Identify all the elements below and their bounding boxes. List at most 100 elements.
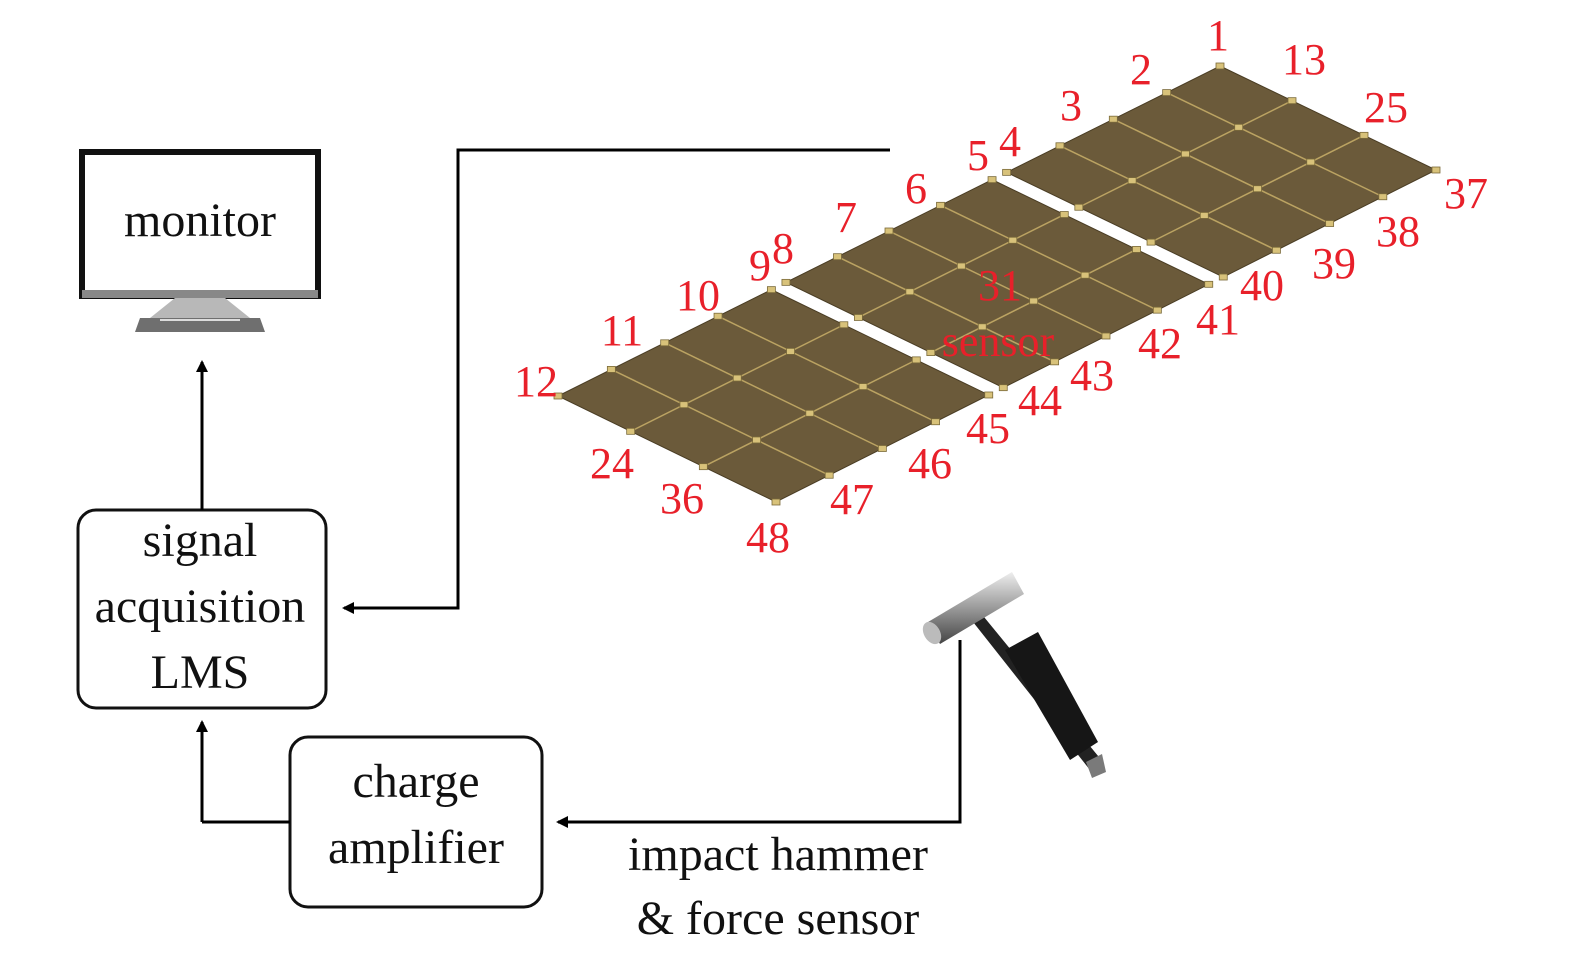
- measurement-node: [884, 227, 894, 235]
- measurement-node: [1378, 193, 1388, 201]
- sensor-point-label: 31: [978, 261, 1022, 310]
- point-label: 5: [967, 131, 989, 180]
- measurement-node: [1359, 131, 1369, 139]
- measurement-node: [936, 201, 945, 209]
- measurement-node: [660, 339, 670, 347]
- measurement-node: [766, 286, 776, 294]
- measurement-node: [1152, 306, 1162, 314]
- grid-line: [1112, 118, 1330, 225]
- measurement-node: [853, 314, 863, 321]
- point-label: 39: [1312, 239, 1356, 288]
- measurement-node: [1074, 203, 1084, 211]
- measurement-node: [1234, 123, 1244, 131]
- point-label: 12: [514, 357, 558, 406]
- measurement-node: [911, 356, 921, 364]
- measurement-node: [1008, 236, 1018, 244]
- measurement-node: [1253, 185, 1262, 193]
- measurement-node: [1287, 97, 1297, 105]
- point-label: 3: [1060, 81, 1082, 130]
- measurement-node: [1218, 273, 1228, 281]
- point-label: 8: [772, 224, 794, 273]
- connectors: [196, 148, 962, 828]
- measurement-node: [977, 323, 987, 331]
- grid-line: [717, 315, 936, 423]
- point-label: 10: [676, 271, 720, 320]
- grid-line: [1059, 145, 1277, 251]
- grid-line: [611, 368, 830, 476]
- measurement-node: [1181, 150, 1190, 158]
- measurement-node: [1431, 166, 1441, 174]
- measurement-node: [1080, 271, 1090, 279]
- measurement-node: [833, 253, 842, 261]
- measurement-node: [606, 366, 616, 373]
- measurement-node: [1146, 238, 1156, 246]
- plate-nodes: [553, 62, 1441, 506]
- hammer-label-line-1: impact hammer: [628, 828, 928, 881]
- measurement-node: [1050, 358, 1060, 366]
- measurement-node: [1127, 177, 1137, 185]
- point-label: 41: [1196, 295, 1240, 344]
- charge-amplifier-line-2: amplifier: [328, 821, 504, 874]
- impact-hammer-icon: [922, 572, 1106, 778]
- measurement-node: [1029, 297, 1039, 305]
- measurement-node: [1132, 246, 1141, 253]
- point-label: 46: [908, 439, 952, 488]
- point-label: 47: [830, 475, 874, 524]
- measurement-node: [858, 383, 868, 390]
- point-label: 48: [746, 513, 790, 562]
- measurement-node: [698, 463, 708, 471]
- measurement-node: [752, 436, 761, 444]
- measurement-node: [956, 262, 966, 270]
- measurement-node: [713, 312, 723, 320]
- point-label: 40: [1240, 261, 1284, 310]
- charge-amplifier-line-1: charge: [352, 755, 479, 808]
- measurement-node: [998, 384, 1008, 392]
- measurement-node: [905, 288, 915, 296]
- measurement-node: [1215, 62, 1225, 70]
- measurement-node: [781, 278, 791, 286]
- measurement-node: [732, 374, 742, 382]
- point-label: 44: [1018, 376, 1062, 425]
- point-label: 11: [601, 306, 643, 355]
- point-label: 13: [1282, 35, 1326, 84]
- point-label: 37: [1444, 169, 1488, 218]
- point-label: 42: [1138, 319, 1182, 368]
- grid-line: [664, 342, 883, 450]
- point-label: 2: [1130, 45, 1152, 94]
- hammer-to-charge-arrow: [556, 640, 962, 828]
- monitor-label: monitor: [124, 194, 276, 247]
- measurement-node: [1272, 246, 1281, 254]
- point-label: 36: [660, 474, 704, 523]
- measurement-node: [626, 427, 636, 435]
- sensor-to-signal-arrow: [342, 148, 890, 614]
- measurement-node: [553, 392, 563, 400]
- point-label: 7: [835, 193, 857, 242]
- signal-acquisition-line-1: signal: [143, 514, 258, 567]
- measurement-node: [931, 418, 940, 426]
- measurement-node: [839, 321, 849, 329]
- grid-line: [888, 230, 1107, 337]
- measurement-node: [1199, 212, 1209, 219]
- grid-line: [1166, 91, 1384, 198]
- signal-acquisition-line-3: LMS: [151, 646, 250, 699]
- point-label: 25: [1364, 83, 1408, 132]
- point-label: 4: [999, 117, 1021, 166]
- measurement-node: [1055, 142, 1065, 150]
- monitor-icon: [79, 149, 321, 332]
- measurement-node: [1108, 115, 1118, 123]
- point-label: 43: [1070, 351, 1114, 400]
- measurement-node: [1325, 220, 1335, 227]
- measurement-node: [987, 176, 997, 184]
- measurement-node: [679, 401, 689, 409]
- measurement-node: [984, 391, 994, 399]
- point-label: 45: [966, 404, 1010, 453]
- hammer-label-line-2: & force sensor: [637, 892, 920, 945]
- point-label: 38: [1376, 207, 1420, 256]
- measurement-node: [824, 471, 834, 479]
- measurement-node: [1306, 158, 1316, 166]
- point-labels: 1 2 3 4 5 6 7 8 9 10 11 12 13 25 37 38 3…: [514, 11, 1488, 562]
- measurement-node: [771, 498, 781, 506]
- point-label: 1: [1207, 11, 1229, 60]
